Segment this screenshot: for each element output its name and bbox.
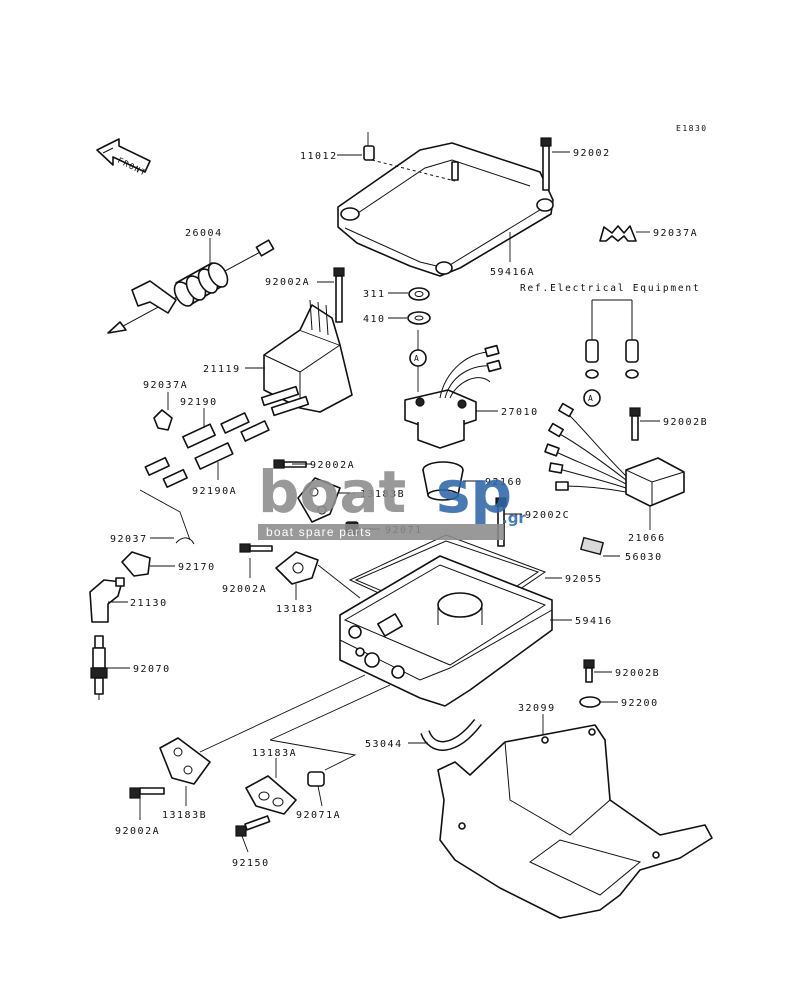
- diagram-code: E1830: [676, 124, 708, 133]
- part-92037a-clip: [599, 225, 637, 242]
- watermark-brand-left: boat: [258, 458, 406, 526]
- part-92002a-bolt-left: [239, 543, 273, 553]
- label-92002A-4: 92002A: [115, 826, 160, 837]
- label-92002A-3: 92002A: [222, 584, 267, 595]
- label-21130: 21130: [130, 598, 168, 609]
- part-92002a-bolt-top: [333, 267, 345, 323]
- label-92002B-1: 92002B: [663, 417, 708, 428]
- label-13183A: 13183A: [252, 748, 297, 759]
- label-59416A: 59416A: [490, 267, 535, 278]
- label-13183B-1: 13183B: [360, 489, 405, 500]
- label-56030: 56030: [625, 552, 663, 563]
- part-92190a-plugs: [144, 456, 188, 488]
- part-92200-washer: [579, 696, 601, 708]
- label-59416: 59416: [575, 616, 613, 627]
- label-92160: 92160: [485, 477, 523, 488]
- part-26004-cable: [107, 239, 275, 334]
- part-92002a-bolt-bottom: [129, 787, 165, 799]
- label-13183B-2: 13183B: [162, 810, 207, 821]
- part-92037-band: [175, 537, 195, 545]
- watermark-tagline: boat spare parts: [266, 525, 372, 539]
- part-92170-clip: [121, 551, 151, 577]
- electrical-box-cover: [337, 142, 554, 277]
- part-11012: [363, 145, 375, 161]
- label-92190A: 92190A: [192, 486, 237, 497]
- callout-A-2: A: [588, 394, 594, 403]
- label-92071A: 92071A: [296, 810, 341, 821]
- electrical-connectors: [585, 299, 639, 379]
- part-92071a-grommet: [307, 771, 325, 787]
- label-53044: 53044: [365, 739, 403, 750]
- label-26004: 26004: [185, 228, 223, 239]
- part-92002b-bolt-top: [629, 407, 641, 441]
- label-27010: 27010: [501, 407, 539, 418]
- label-92037: 92037: [110, 534, 148, 545]
- label-21066: 21066: [628, 533, 666, 544]
- part-27010-relay: [404, 344, 502, 449]
- label-92055: 92055: [565, 574, 603, 585]
- part-21119-ignition-coil: [260, 299, 353, 417]
- callout-A-1: A: [414, 354, 420, 363]
- part-92150-bolt: [235, 815, 271, 837]
- part-311-nut: [408, 287, 430, 301]
- label-13183: 13183: [276, 604, 314, 615]
- label-92002A-1: 92002A: [265, 277, 310, 288]
- part-92037a-clip-left: [153, 409, 173, 431]
- part-32099-cover-plate: [437, 724, 713, 919]
- label-32099: 32099: [518, 703, 556, 714]
- part-92070-spark-plug: [90, 635, 108, 700]
- label-92002B-2: 92002B: [615, 668, 660, 679]
- watermark-brand-right: sp: [436, 458, 512, 526]
- part-21066-regulator: [544, 402, 685, 507]
- label-92002A-2: 92002A: [310, 460, 355, 471]
- part-56030-label: [580, 536, 604, 556]
- part-53044-hose: [420, 718, 482, 751]
- part-410-washer: [407, 311, 431, 325]
- part-92002a-bolt-mid: [273, 459, 307, 469]
- watermark-domain: .gr: [502, 509, 526, 527]
- part-92002-bolt: [540, 137, 552, 191]
- part-13183b-bracket-upper: [297, 477, 341, 523]
- part-13183a-plate-lower: [245, 775, 297, 815]
- front-arrow-icon: [96, 138, 151, 173]
- label-92037A-top: 92037A: [653, 228, 698, 239]
- reference-note: Ref.Electrical Equipment: [520, 283, 700, 294]
- label-92190: 92190: [180, 397, 218, 408]
- label-92037A-left: 92037A: [143, 380, 188, 391]
- label-92200: 92200: [621, 698, 659, 709]
- label-92002: 92002: [573, 148, 611, 159]
- label-11012: 11012: [300, 151, 338, 162]
- part-92002b-bolt-lower: [583, 659, 595, 683]
- part-13183-plate: [275, 551, 319, 585]
- part-13183b-bracket-lower: [159, 737, 211, 785]
- label-92070: 92070: [133, 664, 171, 675]
- part-21130-plug-cap: [89, 577, 125, 623]
- label-92150: 92150: [232, 858, 270, 869]
- part-92190-tubes: [182, 412, 270, 470]
- label-92002C: 92002C: [525, 510, 570, 521]
- watermark-logo: boat sp .gr boat spare parts: [258, 458, 526, 540]
- label-21119: 21119: [203, 364, 241, 375]
- label-410: 410: [363, 314, 386, 325]
- label-311: 311: [363, 289, 386, 300]
- label-92170: 92170: [178, 562, 216, 573]
- part-59416-electrical-box: [339, 555, 553, 707]
- part-92160-grommet: [422, 461, 464, 501]
